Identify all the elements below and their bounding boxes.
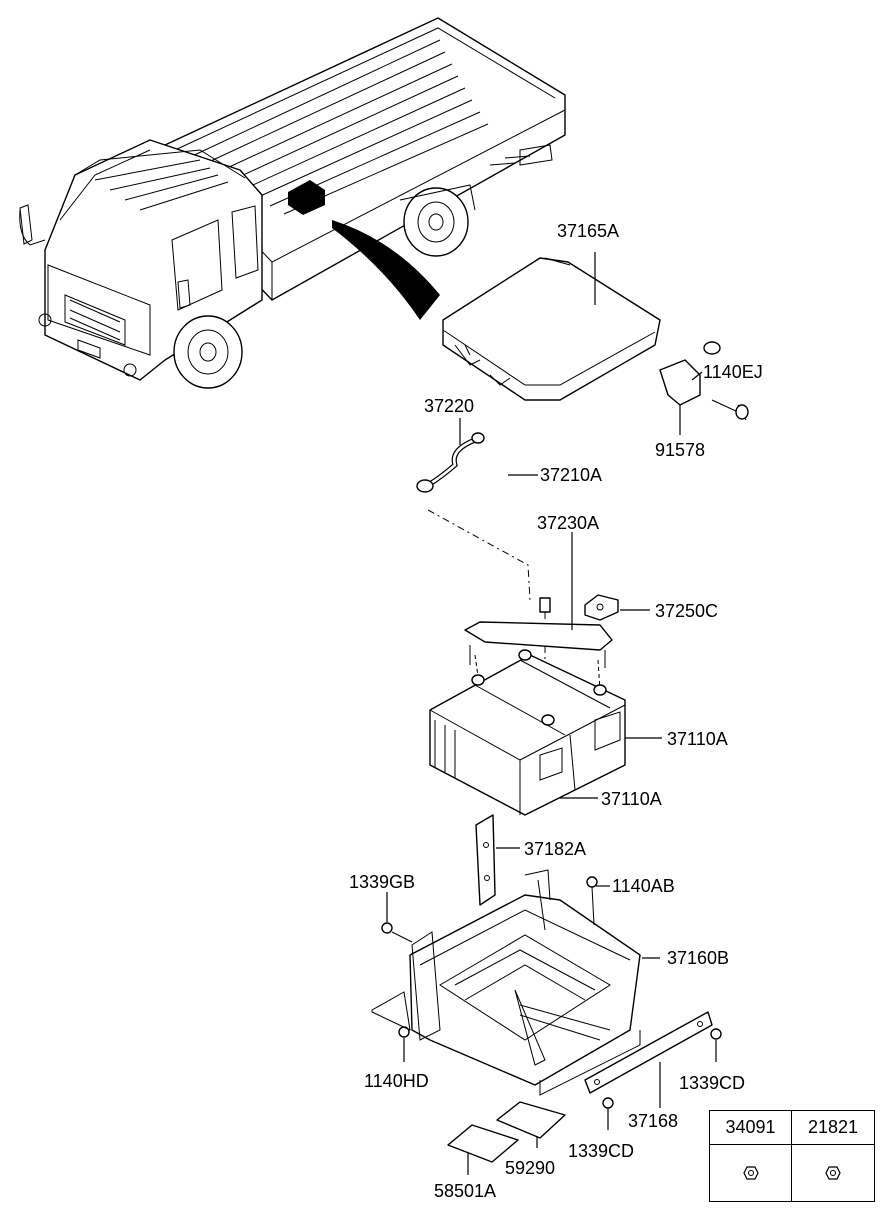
label-91578: 91578 [655,440,705,460]
legend-cell-21821 [792,1145,874,1201]
clip-37250c [584,594,619,621]
label-1339gb: 1339GB [349,872,415,892]
label-37220: 37220 [424,396,474,416]
location-pointer [332,220,440,320]
label-1140hd: 1140HD [364,1071,429,1091]
battery-tray [409,869,641,1096]
label-37182a: 37182A [524,839,586,859]
bracket-91578 [659,359,701,406]
label-58501a: 58501A [434,1181,496,1201]
hold-down-37230a [464,621,613,651]
nut-icon [742,1166,759,1180]
legend-header-21821: 21821 [792,1111,874,1145]
label-37165a: 37165A [557,221,619,241]
strap-37168 [584,1011,713,1094]
label-37168: 37168 [628,1111,678,1131]
nut-icon [825,1166,841,1180]
legend-cell-34091 [710,1145,792,1201]
label-37160b: 37160B [667,948,729,968]
pad-58501A [447,1124,519,1163]
fastener-legend-table: 34091 21821 [709,1110,875,1202]
label-1339cd-right: 1339CD [679,1073,745,1093]
truck-illustration [19,17,566,389]
label-37110a-top: 37110A [667,729,728,749]
label-59290: 59290 [505,1158,555,1178]
label-37210a: 37210A [540,465,602,485]
label-37230a: 37230A [537,513,599,533]
legend-header-34091: 34091 [710,1111,792,1145]
pad-59290 [496,1101,566,1139]
battery-cover [442,257,661,401]
bracket-37182a [475,814,496,906]
label-1140ab: 1140AB [612,876,675,896]
label-1339cd-bottom: 1339CD [568,1141,634,1161]
label-1140ej: 1140EJ [703,362,763,382]
label-37250c: 37250C [655,601,718,621]
batteries [429,649,626,816]
label-37110a-bottom: 37110A [601,789,662,809]
